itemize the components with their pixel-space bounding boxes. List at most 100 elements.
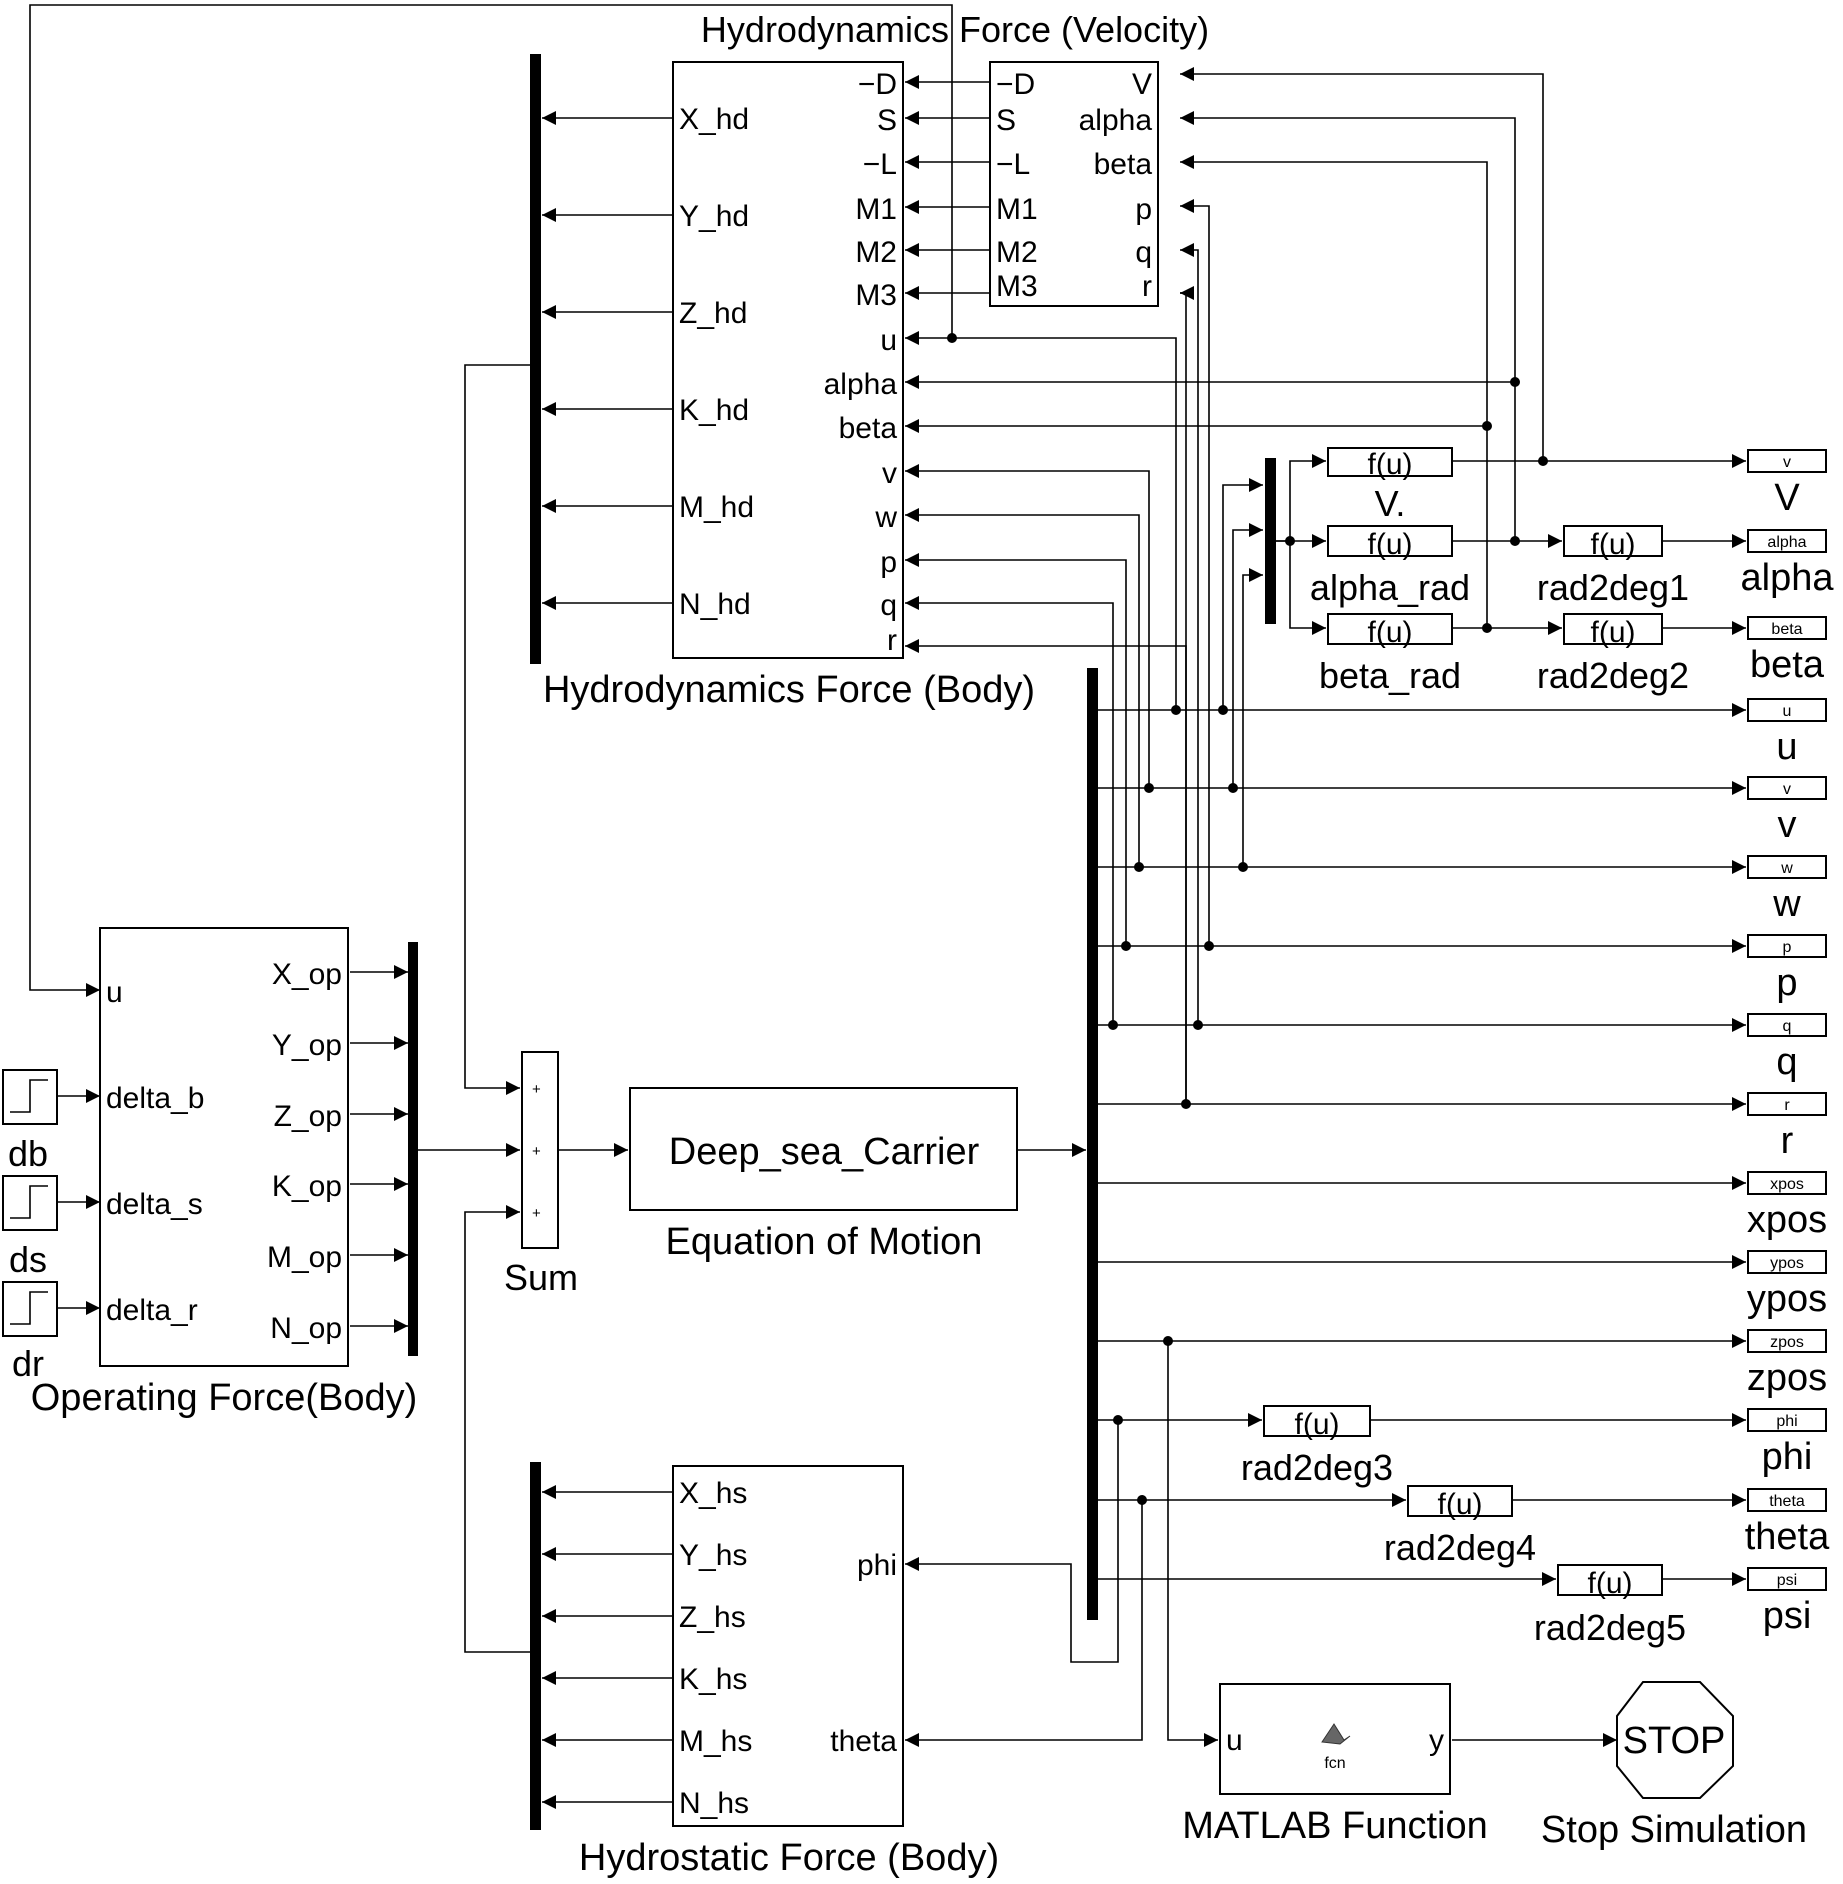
fcn-block-rad2deg3[interactable]: f(u) rad2deg3 (1241, 1405, 1393, 1488)
sink-label: theta (1745, 1516, 1830, 1558)
sink-label: V (1774, 477, 1800, 519)
sink-v[interactable]: vV (1747, 449, 1827, 519)
sink-name: r (1784, 1097, 1790, 1114)
port-label: −L (863, 148, 897, 181)
fcn-block-alpha-rad[interactable]: f(u) alpha_rad (1310, 525, 1470, 608)
port-label: Z_op (274, 1100, 342, 1133)
port-label: delta_r (106, 1294, 198, 1327)
sink-box (1747, 1567, 1827, 1591)
operating-force-label: Operating Force(Body) (31, 1377, 418, 1419)
sink-v[interactable]: vv (1747, 776, 1827, 846)
step-label: db (8, 1133, 48, 1174)
sink-name: theta (1769, 1493, 1805, 1510)
hd-body-label: Hydrodynamics Force (Body) (543, 669, 1035, 711)
sink-theta[interactable]: theta theta (1745, 1488, 1830, 1558)
port-label: M_hs (679, 1725, 752, 1758)
fcn-block-beta-rad[interactable]: f(u) beta_rad (1319, 613, 1461, 696)
port-label: p (880, 546, 897, 579)
port-label: N_hs (679, 1787, 749, 1820)
sink-beta[interactable]: beta beta (1747, 616, 1827, 686)
fcn-text: f(u) (1588, 1567, 1633, 1600)
sink-label: r (1781, 1120, 1794, 1162)
sink-u[interactable]: uu (1747, 698, 1827, 768)
sink-box (1747, 449, 1827, 473)
port-label: K_op (272, 1170, 342, 1203)
fcn-block-rad2deg4[interactable]: f(u) rad2deg4 (1384, 1485, 1536, 1568)
hydrostatic-force-block[interactable]: Hydrostatic Force (Body) X_hs Y_hs Z_hs … (579, 1465, 999, 1879)
sink-label: beta (1750, 644, 1825, 686)
fcn-label: rad2deg5 (1534, 1607, 1686, 1648)
fcn-label: rad2deg1 (1537, 567, 1689, 608)
fcn-block-rad2deg5[interactable]: f(u) rad2deg5 (1534, 1564, 1686, 1648)
operating-force-block[interactable]: Operating Force(Body) u delta_b delta_s … (31, 927, 418, 1419)
sink-box (1747, 1250, 1827, 1274)
fcn-block-rad2deg1[interactable]: f(u) rad2deg1 (1537, 525, 1689, 608)
sink-box (1747, 529, 1827, 553)
fcn-text: f(u) (1368, 616, 1413, 649)
equation-of-motion-block[interactable]: Deep_sea_Carrier Equation of Motion (629, 1087, 1018, 1263)
junction-dots (947, 333, 1548, 1505)
port-label: M_op (267, 1241, 342, 1274)
port-label: q (1135, 236, 1152, 269)
sink-box (1747, 855, 1827, 879)
eom-title: Deep_sea_Carrier (669, 1131, 980, 1173)
hd-velocity-label: Hydrodynamics Force (Velocity) (701, 9, 1209, 50)
port-label: Z_hs (679, 1601, 746, 1634)
state-bus (1087, 668, 1098, 1620)
stop-simulation-block[interactable]: STOP Stop Simulation (1541, 1681, 1807, 1851)
sink-name: ypos (1770, 1255, 1804, 1272)
sink-q[interactable]: qq (1747, 1013, 1827, 1083)
signal-wires (29, 4, 1746, 1809)
sink-box (1747, 1408, 1827, 1432)
sink-label: alpha (1741, 557, 1835, 599)
fcn-block-v[interactable]: f(u) V. (1327, 447, 1453, 524)
port-label: K_hd (679, 394, 749, 427)
step-block-dr[interactable]: dr (2, 1281, 58, 1384)
fcn-text: f(u) (1368, 528, 1413, 561)
sink-label: xpos (1747, 1199, 1827, 1241)
port-label: u (106, 976, 123, 1009)
matlab-function-block[interactable]: u y fcn MATLAB Function (1182, 1683, 1488, 1847)
port-label: M2 (996, 236, 1038, 269)
port-label: Y_hd (679, 200, 749, 233)
sink-name: xpos (1770, 1176, 1804, 1193)
operating-bus (408, 942, 418, 1356)
port-label: beta (839, 412, 898, 445)
port-label: S (996, 104, 1016, 137)
fcn-label: rad2deg4 (1384, 1527, 1536, 1568)
port-label: M2 (855, 236, 897, 269)
hydrodynamics-body-block[interactable]: Hydrodynamics Force (Body) X_hd Y_hd Z_h… (543, 61, 1035, 711)
step-block-db[interactable]: db (2, 1069, 58, 1174)
hydrostatic-bus (530, 1462, 541, 1830)
sink-box (1747, 1013, 1827, 1037)
step-block-ds[interactable]: ds (2, 1175, 58, 1280)
sink-name: beta (1771, 621, 1802, 638)
sink-p[interactable]: pp (1747, 934, 1827, 1004)
sink-label: w (1772, 883, 1801, 925)
hydrodynamics-velocity-block[interactable]: Hydrodynamics Force (Velocity) −D S −L M… (701, 9, 1209, 307)
sink-name: u (1783, 703, 1792, 720)
sink-name: p (1783, 939, 1792, 956)
port-label: u (1226, 1724, 1243, 1757)
fcn-text: f(u) (1295, 1408, 1340, 1441)
fcn-block-rad2deg2[interactable]: f(u) rad2deg2 (1537, 613, 1689, 696)
sink-box (1747, 1092, 1827, 1116)
velocity-mux (1265, 458, 1276, 624)
port-label: Z_hd (679, 297, 747, 330)
port-label: M3 (996, 270, 1038, 303)
sink-name: zpos (1770, 1334, 1804, 1351)
sink-r[interactable]: rr (1747, 1092, 1827, 1162)
sum-sign: + (532, 1143, 541, 1160)
sink-box (1747, 616, 1827, 640)
sink-w[interactable]: ww (1747, 855, 1827, 925)
sum-block[interactable]: + + + Sum (504, 1051, 578, 1298)
port-label: v (882, 457, 897, 490)
sink-xpos[interactable]: xpos xpos (1747, 1171, 1827, 1241)
matlab-label: MATLAB Function (1182, 1805, 1488, 1847)
port-label: u (880, 324, 897, 357)
